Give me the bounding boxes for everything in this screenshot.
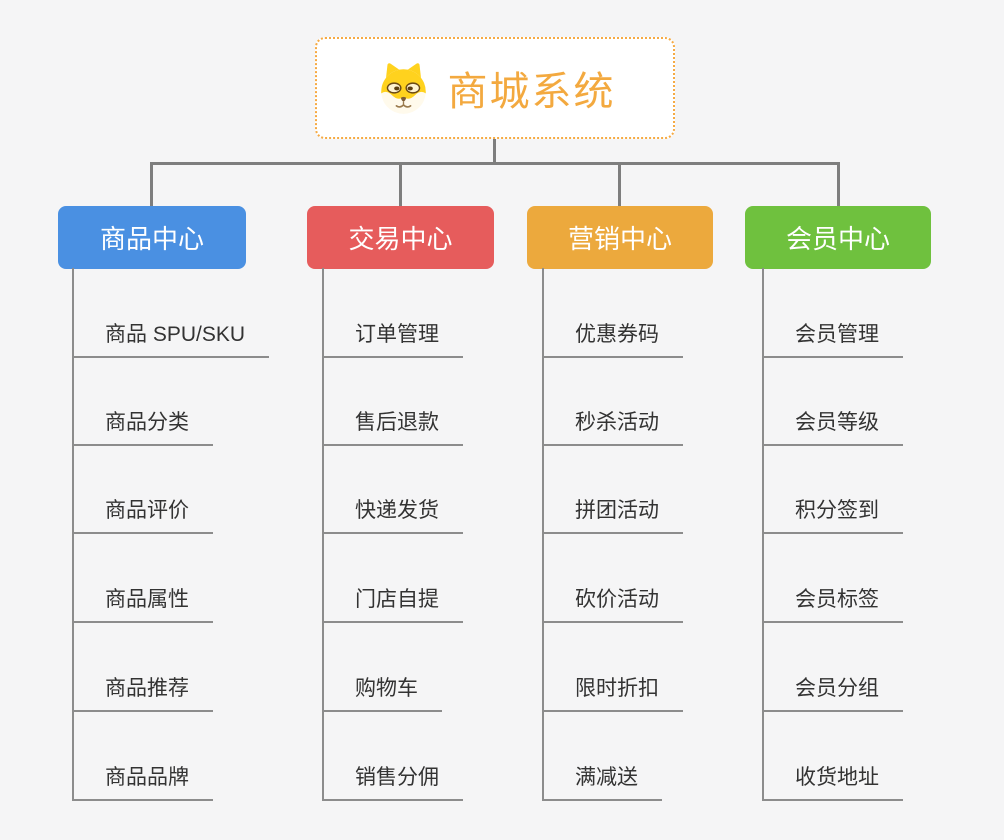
sub-topic-item[interactable]: 限时折扣: [542, 674, 683, 712]
root-title: 商城系统: [447, 70, 616, 114]
sub-topic-item[interactable]: 积分签到: [762, 496, 903, 534]
sub-topic-item[interactable]: 订单管理: [322, 320, 463, 358]
sub-topic-item[interactable]: 快递发货: [322, 496, 463, 534]
branch-label: 商品中心: [99, 224, 204, 254]
connector-drop-product: [150, 162, 153, 208]
connector-root-drop: [493, 138, 496, 164]
sub-topic-item[interactable]: 商品属性: [72, 585, 213, 623]
sub-topic-item[interactable]: 会员标签: [762, 585, 903, 623]
sub-topic-item[interactable]: 秒杀活动: [542, 408, 683, 446]
trunk-line-member: [762, 268, 764, 801]
branch-node-marketing-center[interactable]: 营销中心: [527, 206, 713, 269]
sub-topic-item[interactable]: 满减送: [542, 763, 662, 801]
branch-node-trade-center[interactable]: 交易中心: [307, 206, 494, 269]
sub-topic-item[interactable]: 会员等级: [762, 408, 903, 446]
sub-topic-item[interactable]: 商品推荐: [72, 674, 213, 712]
sub-topic-item[interactable]: 门店自提: [322, 585, 463, 623]
shiba-dog-face-icon: [380, 63, 426, 114]
branch-label: 营销中心: [567, 224, 672, 254]
sub-topic-item[interactable]: 商品品牌: [72, 763, 213, 801]
connector-drop-trade: [399, 162, 402, 208]
sub-topic-item[interactable]: 会员分组: [762, 674, 903, 712]
sub-topic-item[interactable]: 销售分佣: [322, 763, 463, 801]
branch-label: 会员中心: [785, 224, 890, 254]
sub-topic-item[interactable]: 拼团活动: [542, 496, 683, 534]
root-node[interactable]: 商城系统: [315, 37, 675, 139]
trunk-line-marketing: [542, 268, 544, 801]
sub-topic-item[interactable]: 售后退款: [322, 408, 463, 446]
sub-topic-item[interactable]: 商品 SPU/SKU: [72, 320, 270, 358]
sub-topic-item[interactable]: 购物车: [322, 674, 442, 712]
branch-label: 交易中心: [348, 224, 453, 254]
branch-node-product-center[interactable]: 商品中心: [58, 206, 246, 269]
trunk-line-product: [72, 268, 74, 801]
branch-node-member-center[interactable]: 会员中心: [745, 206, 931, 269]
sub-topic-item[interactable]: 商品评价: [72, 496, 213, 534]
sub-topic-item[interactable]: 优惠券码: [542, 320, 683, 358]
sub-topic-item[interactable]: 收货地址: [762, 763, 903, 801]
connector-horizontal: [150, 162, 840, 165]
sub-topic-item[interactable]: 商品分类: [72, 408, 213, 446]
connector-drop-marketing: [618, 162, 621, 208]
trunk-line-trade: [322, 268, 324, 801]
sub-topic-item[interactable]: 会员管理: [762, 320, 903, 358]
sub-topic-item[interactable]: 砍价活动: [542, 585, 683, 623]
connector-drop-member: [837, 162, 840, 208]
